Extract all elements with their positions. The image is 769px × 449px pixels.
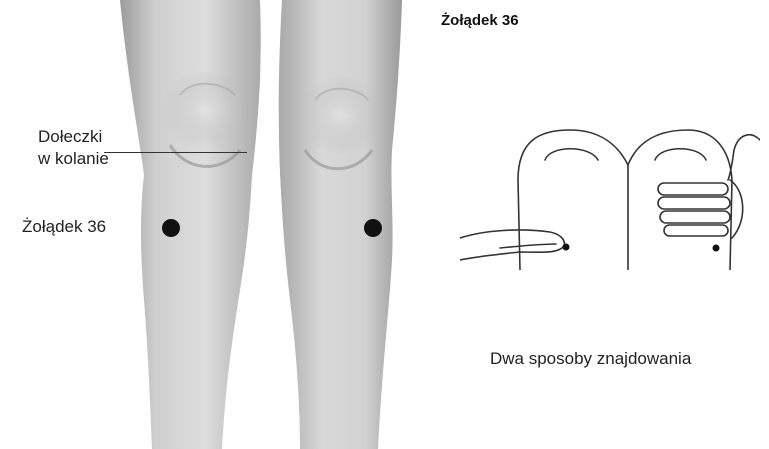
- knee-dimples-label: Dołeczki w kolanie: [38, 126, 109, 170]
- hand-acupoint-left: [563, 244, 570, 251]
- dimples-pointer-line: [104, 152, 247, 153]
- legs-illustration: [110, 0, 410, 449]
- knee-dimples-label-line2: w kolanie: [38, 148, 109, 170]
- acupoint-marker-left: [162, 219, 180, 237]
- acupoint-label: Żołądek 36: [22, 217, 106, 237]
- figure-title: Żołądek 36: [441, 12, 519, 29]
- hand-acupoint-right: [713, 245, 720, 252]
- caption: Dwa sposoby znajdowania: [490, 349, 691, 369]
- hands-locating-illustration: [460, 120, 760, 270]
- acupoint-marker-right: [364, 219, 382, 237]
- right-leg: [279, 0, 403, 449]
- knee-dimples-label-line1: Dołeczki: [38, 126, 109, 148]
